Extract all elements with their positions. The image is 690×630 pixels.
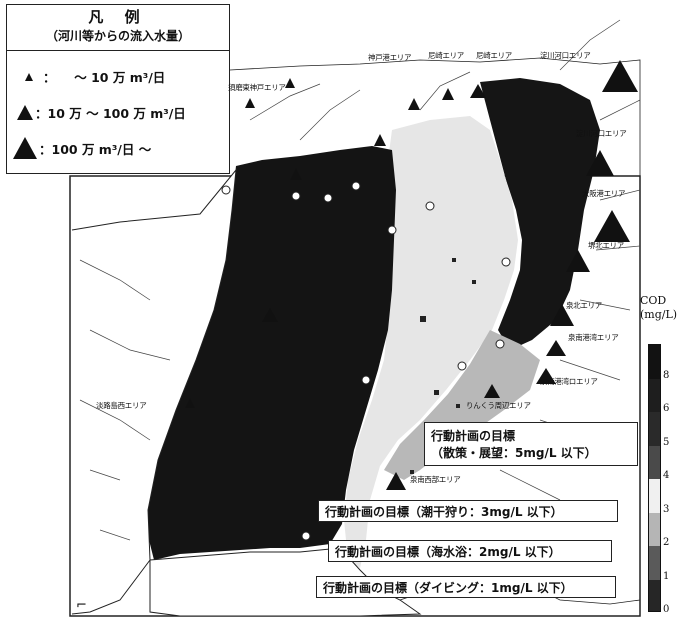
area-label: 淀川河口エリア bbox=[576, 129, 627, 138]
area-label: 尼崎エリア bbox=[476, 51, 512, 60]
colorbar-segment bbox=[649, 345, 660, 379]
target-label: 行動計画の目標（潮干狩り：3mg/L 以下） bbox=[325, 504, 563, 519]
colorbar-segment bbox=[649, 445, 660, 479]
legend-row-label: ：10 万 ～ 100 万 m³/日 bbox=[35, 106, 186, 121]
east-harbor-dark-zone bbox=[480, 78, 600, 350]
colorbar-tick: 0 bbox=[663, 604, 670, 615]
cod-colorbar bbox=[648, 344, 661, 612]
large-triangle-icon bbox=[13, 137, 37, 159]
legend-title: 凡 例 bbox=[88, 8, 148, 26]
target-box-swim: 行動計画の目標（海水浴：2mg/L 以下） bbox=[328, 540, 612, 562]
west-bay-dark-zone bbox=[144, 146, 396, 560]
awaji-island bbox=[71, 168, 237, 615]
target-sub: （散策・展望：5mg/L 以下） bbox=[431, 446, 597, 460]
southeast-coastal-zone bbox=[384, 330, 540, 480]
area-label: 堺北エリア bbox=[588, 241, 624, 250]
legend-row-large: ：100 万 m³/日 ～ bbox=[13, 137, 151, 159]
central-bay-light-zone bbox=[344, 116, 518, 568]
area-label: 須磨東神戸エリア bbox=[228, 83, 286, 92]
awaji-rivers bbox=[79, 259, 171, 541]
colorbar-tick: 4 bbox=[663, 470, 670, 481]
colorbar-variable: COD bbox=[640, 294, 667, 307]
area-label: 淡路島西エリア bbox=[96, 401, 147, 410]
area-label: りんくう周辺エリア bbox=[466, 401, 531, 410]
colorbar-tick: 8 bbox=[663, 369, 670, 381]
colorbar-segment bbox=[649, 512, 660, 546]
colorbar-unit: (mg/L) bbox=[640, 308, 678, 321]
south-coast-land bbox=[149, 547, 422, 617]
colorbar-tick: 2 bbox=[663, 537, 670, 548]
area-label: 泉南港湾エリア bbox=[568, 333, 619, 342]
area-label: 大阪港エリア bbox=[582, 189, 626, 198]
area-label: 泉南港湾ロエリア bbox=[540, 377, 598, 386]
colorbar-title: COD (mg/L) bbox=[640, 294, 677, 322]
legend-row-small: ： ～ 10 万 m³/日 bbox=[25, 67, 165, 86]
area-label: 尼崎エリア bbox=[428, 51, 464, 60]
target-label: 行動計画の目標（海水浴：2mg/L 以下） bbox=[335, 544, 561, 559]
area-label: 神戸港エリア bbox=[368, 53, 412, 62]
target-box-shellfish: 行動計画の目標（潮干狩り：3mg/L 以下） bbox=[318, 500, 618, 522]
east-rivers bbox=[499, 189, 641, 501]
legend-row-medium: ：10 万 ～ 100 万 m³/日 bbox=[17, 103, 186, 122]
sampling-points bbox=[221, 181, 511, 541]
small-triangle-icon bbox=[25, 72, 33, 81]
target-box-dive: 行動計画の目標（ダイビング：1mg/L 以下） bbox=[316, 576, 616, 598]
legend-panel: 凡 例 （河川等からの流入水量） ： ～ 10 万 m³/日 ：10 万 ～ 1… bbox=[6, 4, 230, 174]
colorbar-segment bbox=[649, 412, 660, 446]
area-label: 泉北エリア bbox=[566, 301, 602, 310]
colorbar-segment bbox=[649, 579, 660, 611]
target-label: 行動計画の目標（ダイビング：1mg/L 以下） bbox=[323, 580, 573, 595]
north-rivers bbox=[249, 19, 641, 141]
colorbar-tick: 5 bbox=[663, 436, 670, 448]
colorbar-segment bbox=[649, 479, 660, 513]
target-box-walk: 行動計画の目標 （散策・展望：5mg/L 以下） bbox=[424, 422, 638, 466]
colorbar-tick: 3 bbox=[663, 503, 670, 515]
inflow-triangles bbox=[262, 60, 638, 490]
area-label: 淀川河口エリア bbox=[540, 51, 591, 60]
area-label: 泉南西部エリア bbox=[410, 475, 461, 484]
legend-header: 凡 例 （河川等からの流入水量） bbox=[7, 5, 229, 51]
inflow-triangles-small bbox=[185, 78, 295, 408]
target-label: 行動計画の目標 bbox=[431, 429, 516, 443]
colorbar-tick: 6 bbox=[663, 403, 670, 414]
colorbar-tick: 1 bbox=[663, 570, 670, 582]
colorbar-segment bbox=[649, 378, 660, 412]
north-arrow-icon: ⌐ bbox=[76, 598, 87, 613]
legend-row-label: ：100 万 m³/日 ～ bbox=[39, 141, 152, 157]
colorbar-segment bbox=[649, 546, 660, 580]
medium-triangle-icon bbox=[17, 105, 33, 120]
legend-subtitle: （河川等からの流入水量） bbox=[45, 29, 190, 43]
legend-row-label: ： ～ 10 万 m³/日 bbox=[43, 70, 166, 85]
